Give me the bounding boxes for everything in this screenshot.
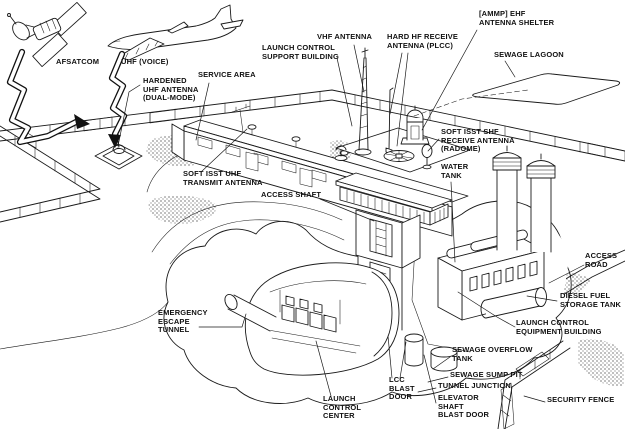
soft-isst-uhf-transmit-antenna-shape [231,103,251,133]
label-line: CENTER [323,411,355,420]
label-line: HARD HF RECEIVE [387,32,459,41]
label-ammp-ehf-antenna-shelter: [AMMP] EHF ANTENNA SHELTER [479,9,555,27]
label-uhf-voice: UHF (VOICE) [121,57,169,67]
label-line: LAUNCH CONTROL [262,43,335,52]
label-line: SEWAGE LAGOON [494,50,564,59]
label-line: TUNNEL [158,325,190,334]
label-access-shaft: ACCESS SHAFT [261,190,322,200]
label-elevator-shaft-blast-door: ELEVATOR SHAFT BLAST DOOR [438,393,490,420]
label-water-tank: WATER TANK [441,162,469,180]
label-line: EMERGENCY [158,308,208,317]
label-hard-hf-receive-antenna: HARD HF RECEIVE ANTENNA (PLCC) [387,32,459,50]
label-sewage-sump-pit: SEWAGE SUMP PIT [450,370,523,380]
label-line: UHF ANTENNA [143,84,199,94]
label-emergency-escape-tunnel: EMERGENCY ESCAPE TUNNEL [158,308,208,335]
antenna-pad [334,87,471,173]
label-line: EQUIPMENT BUILDING [516,326,602,336]
diesel-fuel-storage-tank-shape [480,287,547,319]
label-launch-control-center: LAUNCH CONTROL CENTER [323,394,362,421]
lightning-bolts [6,48,128,148]
label-line: DOOR [389,392,413,401]
label-sewage-lagoon: SEWAGE LAGOON [494,50,564,60]
perimeter-fence-west-corner [0,125,101,223]
label-security-fence: SECURITY FENCE [547,395,615,405]
access-shaft-tower [335,172,453,269]
ehf-antenna-shelter-shape [400,105,430,145]
airplane [107,4,244,61]
label-line: ROAD [585,259,608,269]
shf-radome-shape [421,144,433,170]
emergency-escape-tunnel-shape [224,293,277,332]
label-line: RECEIVE ANTENNA [441,135,515,145]
label-line: SOFT ISST UHF [183,169,242,178]
label-line: ELEVATOR [438,393,479,402]
label-line: TRANSMIT ANTENNA [183,177,263,187]
label-line: [AMMP] EHF [479,9,554,19]
small-dome-antenna [334,145,348,161]
label-soft-isst-shf-receive-antenna: SOFT ISST SHF RECEIVE ANTENNA (RADOME) [441,127,515,154]
label-soft-isst-uhf-transmit-antenna: SOFT ISST UHF TRANSMIT ANTENNA [183,169,263,187]
label-line: SEWAGE SUMP PIT [450,370,523,379]
label-launch-control-support-building: LAUNCH CONTROL SUPPORT BUILDING [262,43,339,61]
label-line: ACCESS [585,251,618,260]
label-hardened-uhf-antenna: HARDENED UHF ANTENNA (DUAL-MODE) [143,76,199,103]
ground-plane-pad [383,150,415,162]
label-line: SECURITY FENCE [547,395,615,404]
label-line: (RADOME) [441,144,481,153]
label-line: TANK [452,353,473,363]
label-line: LAUNCH [323,394,356,403]
label-vhf-antenna: VHF ANTENNA [317,32,373,42]
ground-surface-line [0,301,169,350]
label-service-area: SERVICE AREA [198,70,256,80]
label-afsatcom: AFSATCOM [56,57,100,67]
label-line: CONTROL [323,402,362,412]
label-line: ANTENNA SHELTER [479,17,555,27]
launch-control-center-capsule [244,262,400,376]
label-line: STORAGE TANK [560,299,622,309]
label-part: EHF [510,9,526,18]
label-line: (DUAL-MODE) [143,93,196,102]
label-line: HARDENED [143,76,187,85]
label-line: BLAST DOOR [438,410,490,419]
sewage-overflow-tank-shape [430,346,458,372]
label-line: UHF (VOICE) [121,57,169,66]
label-line: BLAST [389,383,415,393]
tunnel-junction-shape [404,333,424,367]
label-tunnel-junction: TUNNEL JUNCTION [438,381,511,391]
label-bold-part: [AMMP] [479,9,508,18]
label-line: DIESEL FUEL [560,291,611,300]
label-line: TUNNEL JUNCTION [438,381,511,390]
label-access-road: ACCESS ROAD [585,251,618,269]
label-diesel-fuel-storage-tank: DIESEL FUEL STORAGE TANK [560,291,622,309]
label-launch-control-equipment-building: LAUNCH CONTROL EQUIPMENT BUILDING [516,318,602,336]
buried-sewage-pipe-dashed-line [413,89,529,117]
afsatcom-satellite [7,1,87,68]
label-line: AFSATCOM [56,57,100,66]
label-line: TANK [441,170,462,180]
leader-lines [117,29,585,404]
label-line: ESCAPE [158,316,190,326]
launch-control-equipment-building-cutaway [404,218,570,372]
label-line: SEWAGE OVERFLOW [452,345,533,354]
label-sewage-overflow-tank: SEWAGE OVERFLOW TANK [452,345,533,363]
label-line: LAUNCH CONTROL [516,318,589,327]
label-line: SHAFT [438,401,464,411]
label-line: SOFT ISST SHF [441,127,499,136]
vent-shafts [492,145,556,253]
sewage-lagoon-shape [472,73,621,105]
label-line: SUPPORT BUILDING [262,51,339,61]
label-line: VHF ANTENNA [317,32,373,41]
label-lcc-blast-door: LCC BLAST DOOR [389,375,415,402]
label-line: WATER [441,162,469,171]
label-line: SERVICE AREA [198,70,256,79]
security-fence-southeast [497,340,571,429]
label-line: ACCESS SHAFT [261,190,322,199]
label-line: ANTENNA (PLCC) [387,40,453,50]
label-line: LCC [389,375,405,384]
